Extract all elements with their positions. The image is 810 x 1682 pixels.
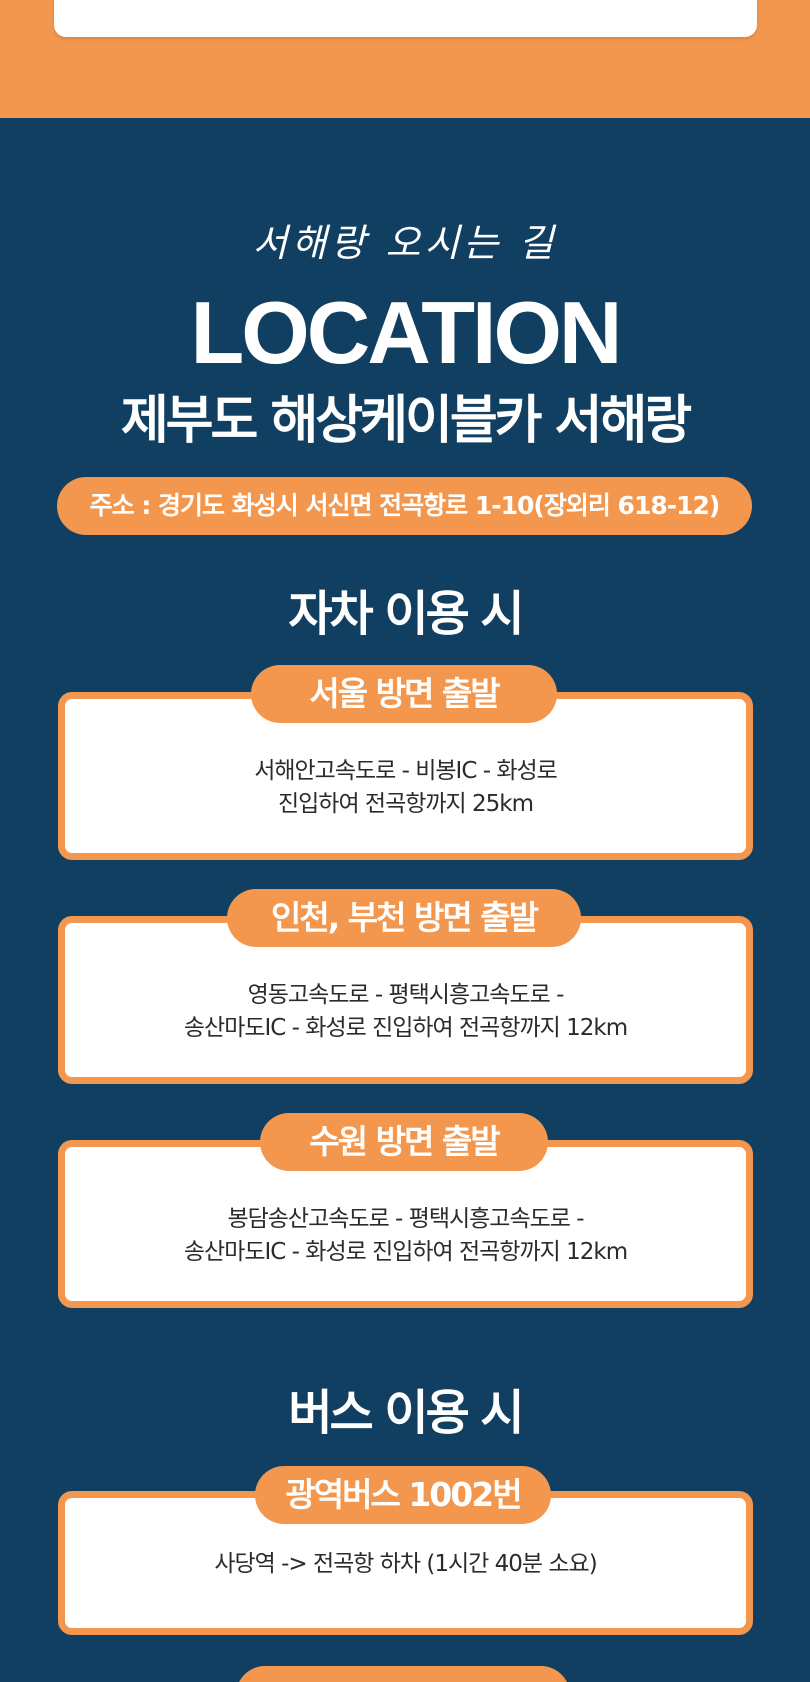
bus-section-heading: 버스 이용 시 [288,1385,524,1441]
car-section-heading: 자차 이용 시 [288,586,524,642]
route-desc-line2: 진입하여 전곡항까지 25km [277,791,534,817]
route-title-suwon: 수원 방면 출발 [260,1113,548,1171]
page-title: LOCATION [190,283,623,382]
page-subtitle: 제부도 해상케이블카 서해랑 [120,391,692,451]
route-desc-line1: 영동고속도로 - 평택시흥고속도로 - [247,982,565,1008]
script-title: 서해랑 오시는 길 [252,221,558,265]
route-desc-line2: 송산마도IC - 화성로 진입하여 전곡항까지 12km [183,1239,628,1265]
route-desc-line1: 서해안고속도로 - 비봉IC - 화성로 [254,758,558,784]
route-title-seoul: 서울 방면 출발 [251,665,557,723]
route-desc-line1: 사당역 -> 전곡항 하차 (1시간 40분 소요) [214,1551,597,1577]
route-title-incheon-bucheon: 인천, 부천 방면 출발 [227,889,581,947]
top-orange-band [0,0,810,118]
route-title-bus-1002: 광역버스 1002번 [255,1466,551,1524]
route-title-next-bus-partial [236,1666,570,1682]
route-desc-line1: 봉담송산고속도로 - 평택시흥고속도로 - [227,1206,584,1232]
route-desc-line2: 송산마도IC - 화성로 진입하여 전곡항까지 12km [183,1015,628,1041]
previous-card-bottom [54,0,757,37]
address-badge: 주소 : 경기도 화성시 서신면 전곡항로 1-10(장외리 618-12) [57,477,752,535]
